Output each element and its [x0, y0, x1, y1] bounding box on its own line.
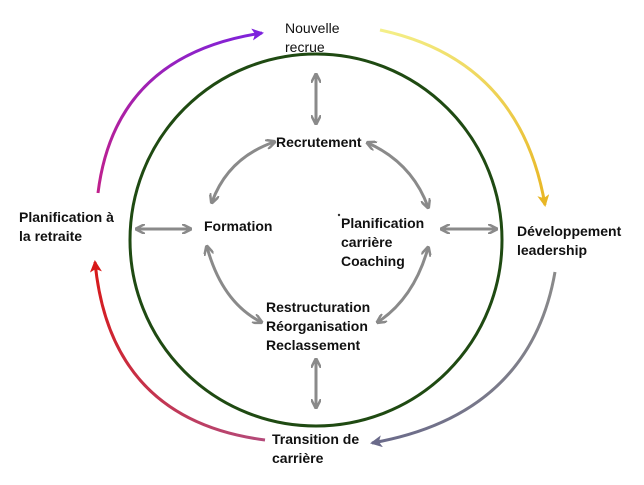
arrow-recrutement-planification: [368, 143, 428, 207]
arc-transition-to-retirement: [89, 260, 266, 442]
inner-label-line: Planification: [341, 215, 425, 231]
outer-label-line: carrière: [272, 450, 324, 466]
outer-label-nouvelle-recrue: Nouvelle recrue: [285, 19, 339, 57]
arrow-coaching-reorganisation: [378, 248, 428, 322]
main-circle: [128, 52, 504, 428]
inner-label-line: Reclassement: [266, 337, 361, 353]
stray-dot: [337, 213, 341, 217]
inner-label-recrutement: Recrutement: [276, 133, 362, 152]
arc-retirement-to-recruit: [96, 28, 264, 194]
inner-label-line: carrière: [341, 234, 393, 250]
outer-label-line: leadership: [517, 242, 588, 258]
inner-label-line: Coaching: [341, 253, 405, 269]
inner-label-line: Réorganisation: [266, 318, 368, 334]
inner-label-formation: Formation: [204, 217, 272, 236]
arrow-formation-restructuration: [207, 247, 261, 322]
arc-leadership-to-transition: [370, 271, 557, 448]
inner-label-line: Recrutement: [276, 134, 362, 150]
outer-label-line: Transition de: [272, 431, 360, 447]
arrow-formation-recrutement: [212, 142, 274, 202]
outer-label-line: Nouvelle: [285, 20, 340, 36]
outer-label-line: recrue: [285, 39, 325, 55]
inner-label-planification-coaching: Planification carrière Coaching: [341, 214, 424, 271]
outer-label-transition-carriere: Transition de carrière: [272, 430, 359, 468]
outer-label-line: Développement: [517, 223, 622, 239]
inner-label-restructuration: Restructuration Réorganisation Reclassem…: [266, 298, 370, 355]
arc-recruit-to-leadership: [379, 28, 550, 207]
outer-label-developpement-leadership: Développement leadership: [517, 222, 621, 260]
inner-label-line: Formation: [204, 218, 273, 234]
inner-label-line: Restructuration: [266, 299, 371, 315]
outer-label-line: Planification à: [19, 209, 114, 225]
outer-label-line: la retraite: [19, 228, 83, 244]
outer-label-planification-retraite: Planification à la retraite: [19, 208, 114, 246]
